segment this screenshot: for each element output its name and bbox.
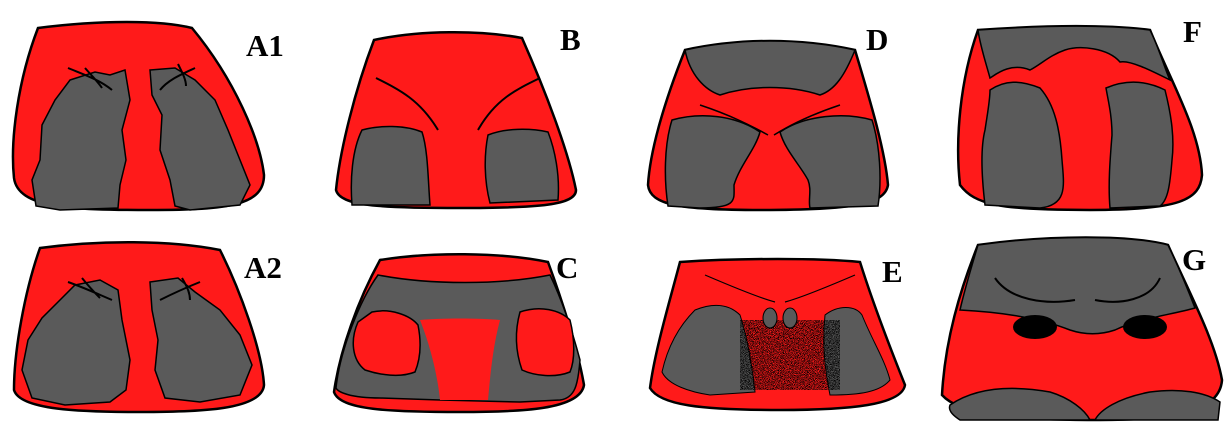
panel-label-a1: A1 (246, 28, 284, 63)
panel-label-d: D (866, 22, 888, 57)
panel-A2 (14, 242, 264, 412)
panel-E (650, 259, 905, 410)
dark-patch-left-b (351, 126, 430, 205)
panel-label-g: G (1182, 242, 1206, 277)
panel-C (334, 254, 584, 412)
panel-D (648, 41, 888, 210)
panel-label-e: E (882, 254, 903, 289)
black-spot-right-g (1123, 315, 1167, 339)
red-patch-left-c (353, 311, 420, 375)
panel-label-c: C (556, 250, 578, 285)
panel-label-a2: A2 (244, 250, 282, 285)
dark-patch-right-b (485, 129, 558, 203)
panel-label-b: B (560, 22, 581, 57)
red-patch-right-c (516, 309, 573, 376)
panel-G (942, 238, 1222, 421)
black-spot-left-g (1013, 315, 1057, 339)
speckled-center-e (740, 320, 840, 390)
spot-left-e (763, 308, 777, 328)
panel-F (958, 26, 1202, 210)
dark-patch-right-f (1106, 82, 1173, 208)
dark-band-top-d (685, 41, 855, 95)
spot-right-e (783, 308, 797, 328)
panel-label-f: F (1183, 14, 1202, 49)
panel-A1 (13, 22, 264, 210)
panel-B (336, 32, 576, 208)
